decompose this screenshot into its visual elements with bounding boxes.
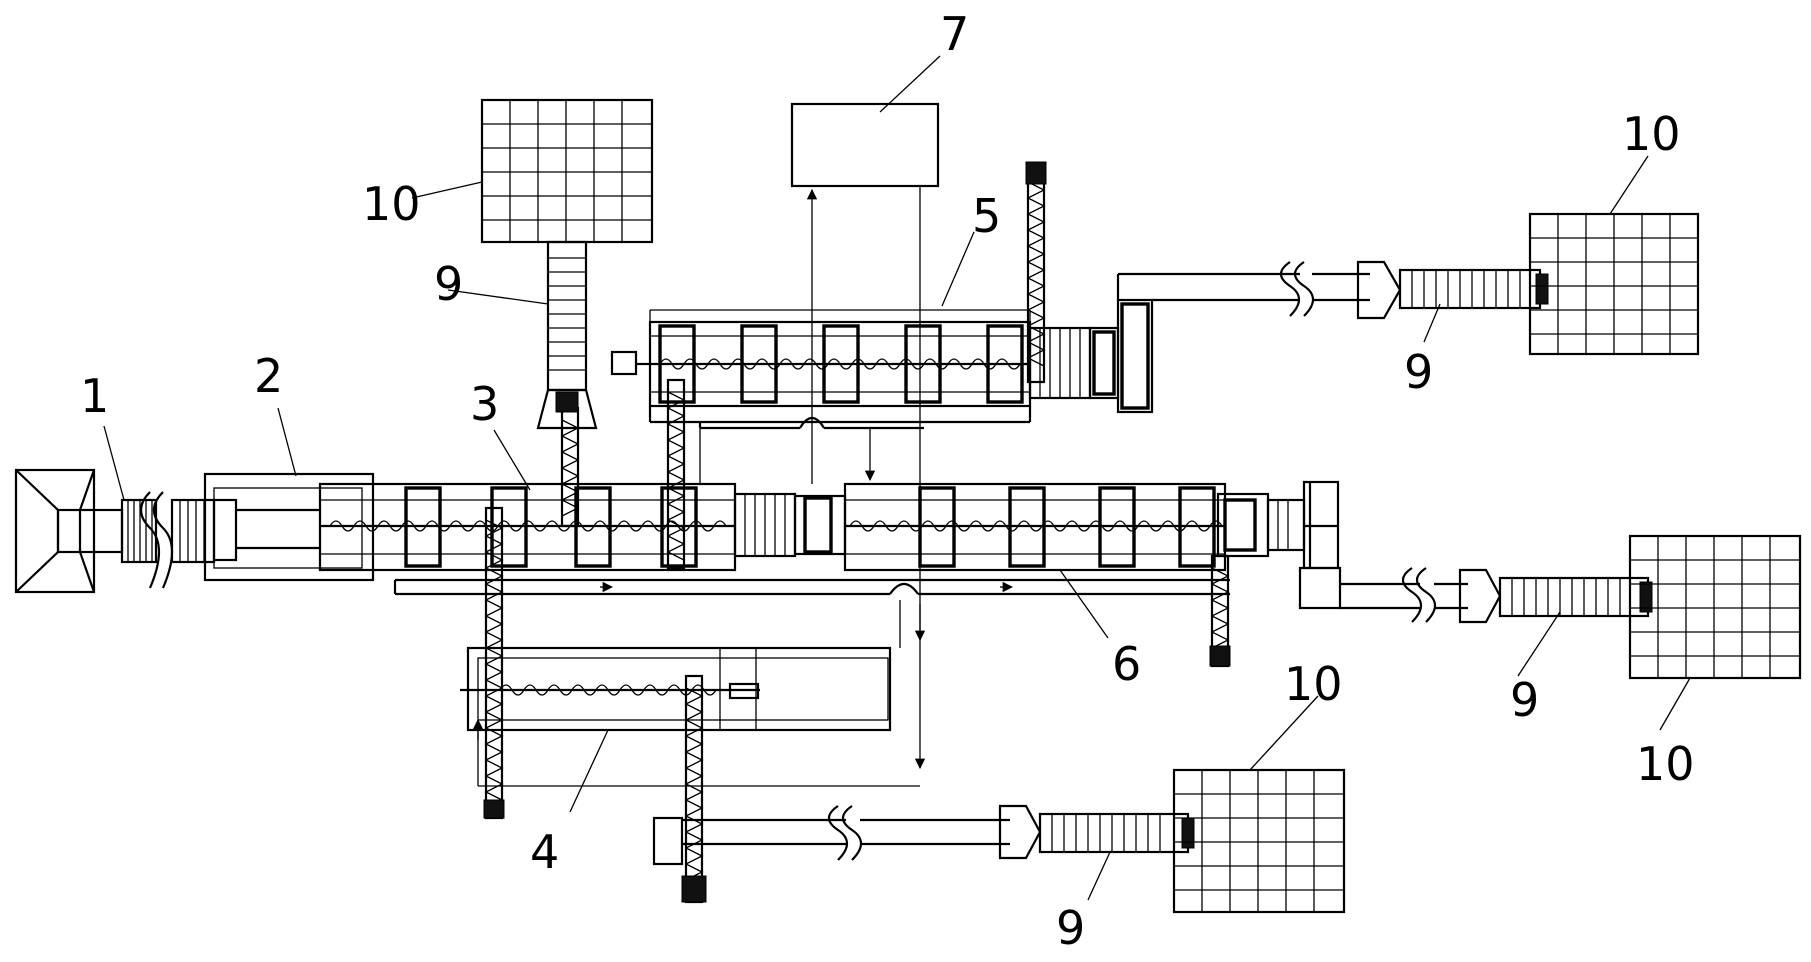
part-4-lower-tank (460, 600, 926, 787)
label-part-9-middle-right: 9 (1510, 673, 1539, 727)
label-part-10-top-left: 10 (362, 177, 421, 231)
leader-lines (103, 55, 1691, 901)
elevator-3-to-5 (666, 378, 686, 570)
part-10-grid-top-right (1528, 212, 1700, 356)
label-part-3: 3 (470, 377, 499, 431)
label-part-5: 5 (972, 189, 1001, 243)
part-5-upper-washer (610, 309, 1120, 424)
label-part-10-top-right: 10 (1622, 107, 1681, 161)
discharge-bottom (652, 804, 1195, 866)
label-part-4: 4 (530, 825, 559, 879)
elevator-6-bottom (1209, 554, 1231, 668)
part-7-unit (790, 102, 940, 770)
label-part-6: 6 (1112, 637, 1141, 691)
part-3-screw-washer (318, 482, 847, 572)
return-pipes (698, 416, 924, 484)
label-part-10-bottom: 10 (1284, 657, 1343, 711)
screw-flight (329, 520, 727, 532)
elevator-3-to-4 (483, 506, 505, 820)
part-10-grid-top-left (480, 98, 654, 244)
label-part-9-top-left: 9 (434, 257, 463, 311)
part-1-feed-hopper (14, 468, 216, 594)
part-10-grid-bottom (1172, 768, 1346, 914)
label-part-1: 1 (80, 369, 109, 423)
base-rails (393, 578, 1230, 596)
part-6-screw-washer (843, 480, 1340, 572)
discharge-middle-right (1298, 566, 1653, 624)
elevator-4-to-9 (681, 674, 707, 904)
discharge-top-right (1116, 260, 1549, 414)
part-9-conveyor-top-left (536, 240, 598, 430)
part-labels: 1 2 3 4 5 6 7 9 9 9 9 10 10 10 10 (80, 7, 1695, 955)
label-part-2: 2 (254, 349, 283, 403)
break-mark (139, 491, 160, 589)
part-1-chain-conveyor (120, 498, 158, 564)
elevator-5-top (1025, 161, 1047, 384)
label-part-10-middle-right: 10 (1636, 737, 1695, 791)
part-2-unit (203, 472, 375, 582)
label-part-9-top-right: 9 (1404, 345, 1433, 399)
part-10-grid-middle-right (1628, 534, 1802, 680)
label-part-9-bottom: 9 (1056, 901, 1085, 955)
label-part-7: 7 (940, 7, 969, 61)
screw-flight (849, 520, 1223, 532)
